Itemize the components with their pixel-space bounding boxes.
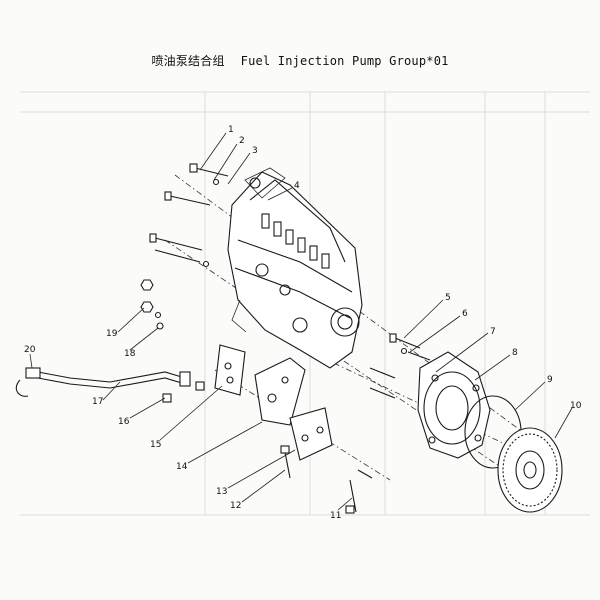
callout-2: 2 [239, 136, 245, 146]
title-chinese: 喷油泵结合组 [151, 54, 225, 68]
callout-7: 7 [490, 327, 496, 337]
fuel-injection-pump [227, 167, 363, 369]
callout-12: 12 [230, 501, 241, 511]
lower-bolts [280, 333, 431, 514]
callout-14: 14 [176, 462, 188, 472]
upper-bolts [149, 163, 229, 268]
callout-5: 5 [445, 293, 451, 303]
callout-8: 8 [512, 348, 518, 358]
callout-1: 1 [228, 125, 234, 135]
callout-labels: 1 2 3 4 5 6 7 8 9 10 11 12 13 14 15 16 1… [24, 125, 582, 521]
callout-4: 4 [294, 181, 300, 191]
callout-11: 11 [330, 511, 341, 521]
gear-housing-cover [417, 351, 491, 459]
fuel-pipe [15, 367, 191, 397]
drive-gear [497, 427, 563, 513]
leader-lines [29, 132, 573, 511]
callout-10: 10 [570, 401, 582, 411]
callout-15: 15 [150, 440, 161, 450]
diagram-title: 喷油泵结合组 Fuel Injection Pump Group*01 [0, 52, 600, 69]
support-brackets [162, 344, 333, 461]
title-english: Fuel Injection Pump Group*01 [240, 54, 449, 68]
injector-outlets [261, 213, 330, 269]
callout-19: 19 [106, 329, 118, 339]
callout-16: 16 [118, 417, 130, 427]
nuts-and-washers [140, 279, 164, 330]
callout-6: 6 [462, 309, 468, 319]
callout-3: 3 [252, 146, 258, 156]
callout-13: 13 [216, 487, 227, 497]
center-lines [164, 174, 561, 481]
callout-20: 20 [24, 345, 36, 355]
callout-9: 9 [547, 375, 553, 385]
callout-18: 18 [124, 349, 136, 359]
callout-17: 17 [92, 397, 103, 407]
